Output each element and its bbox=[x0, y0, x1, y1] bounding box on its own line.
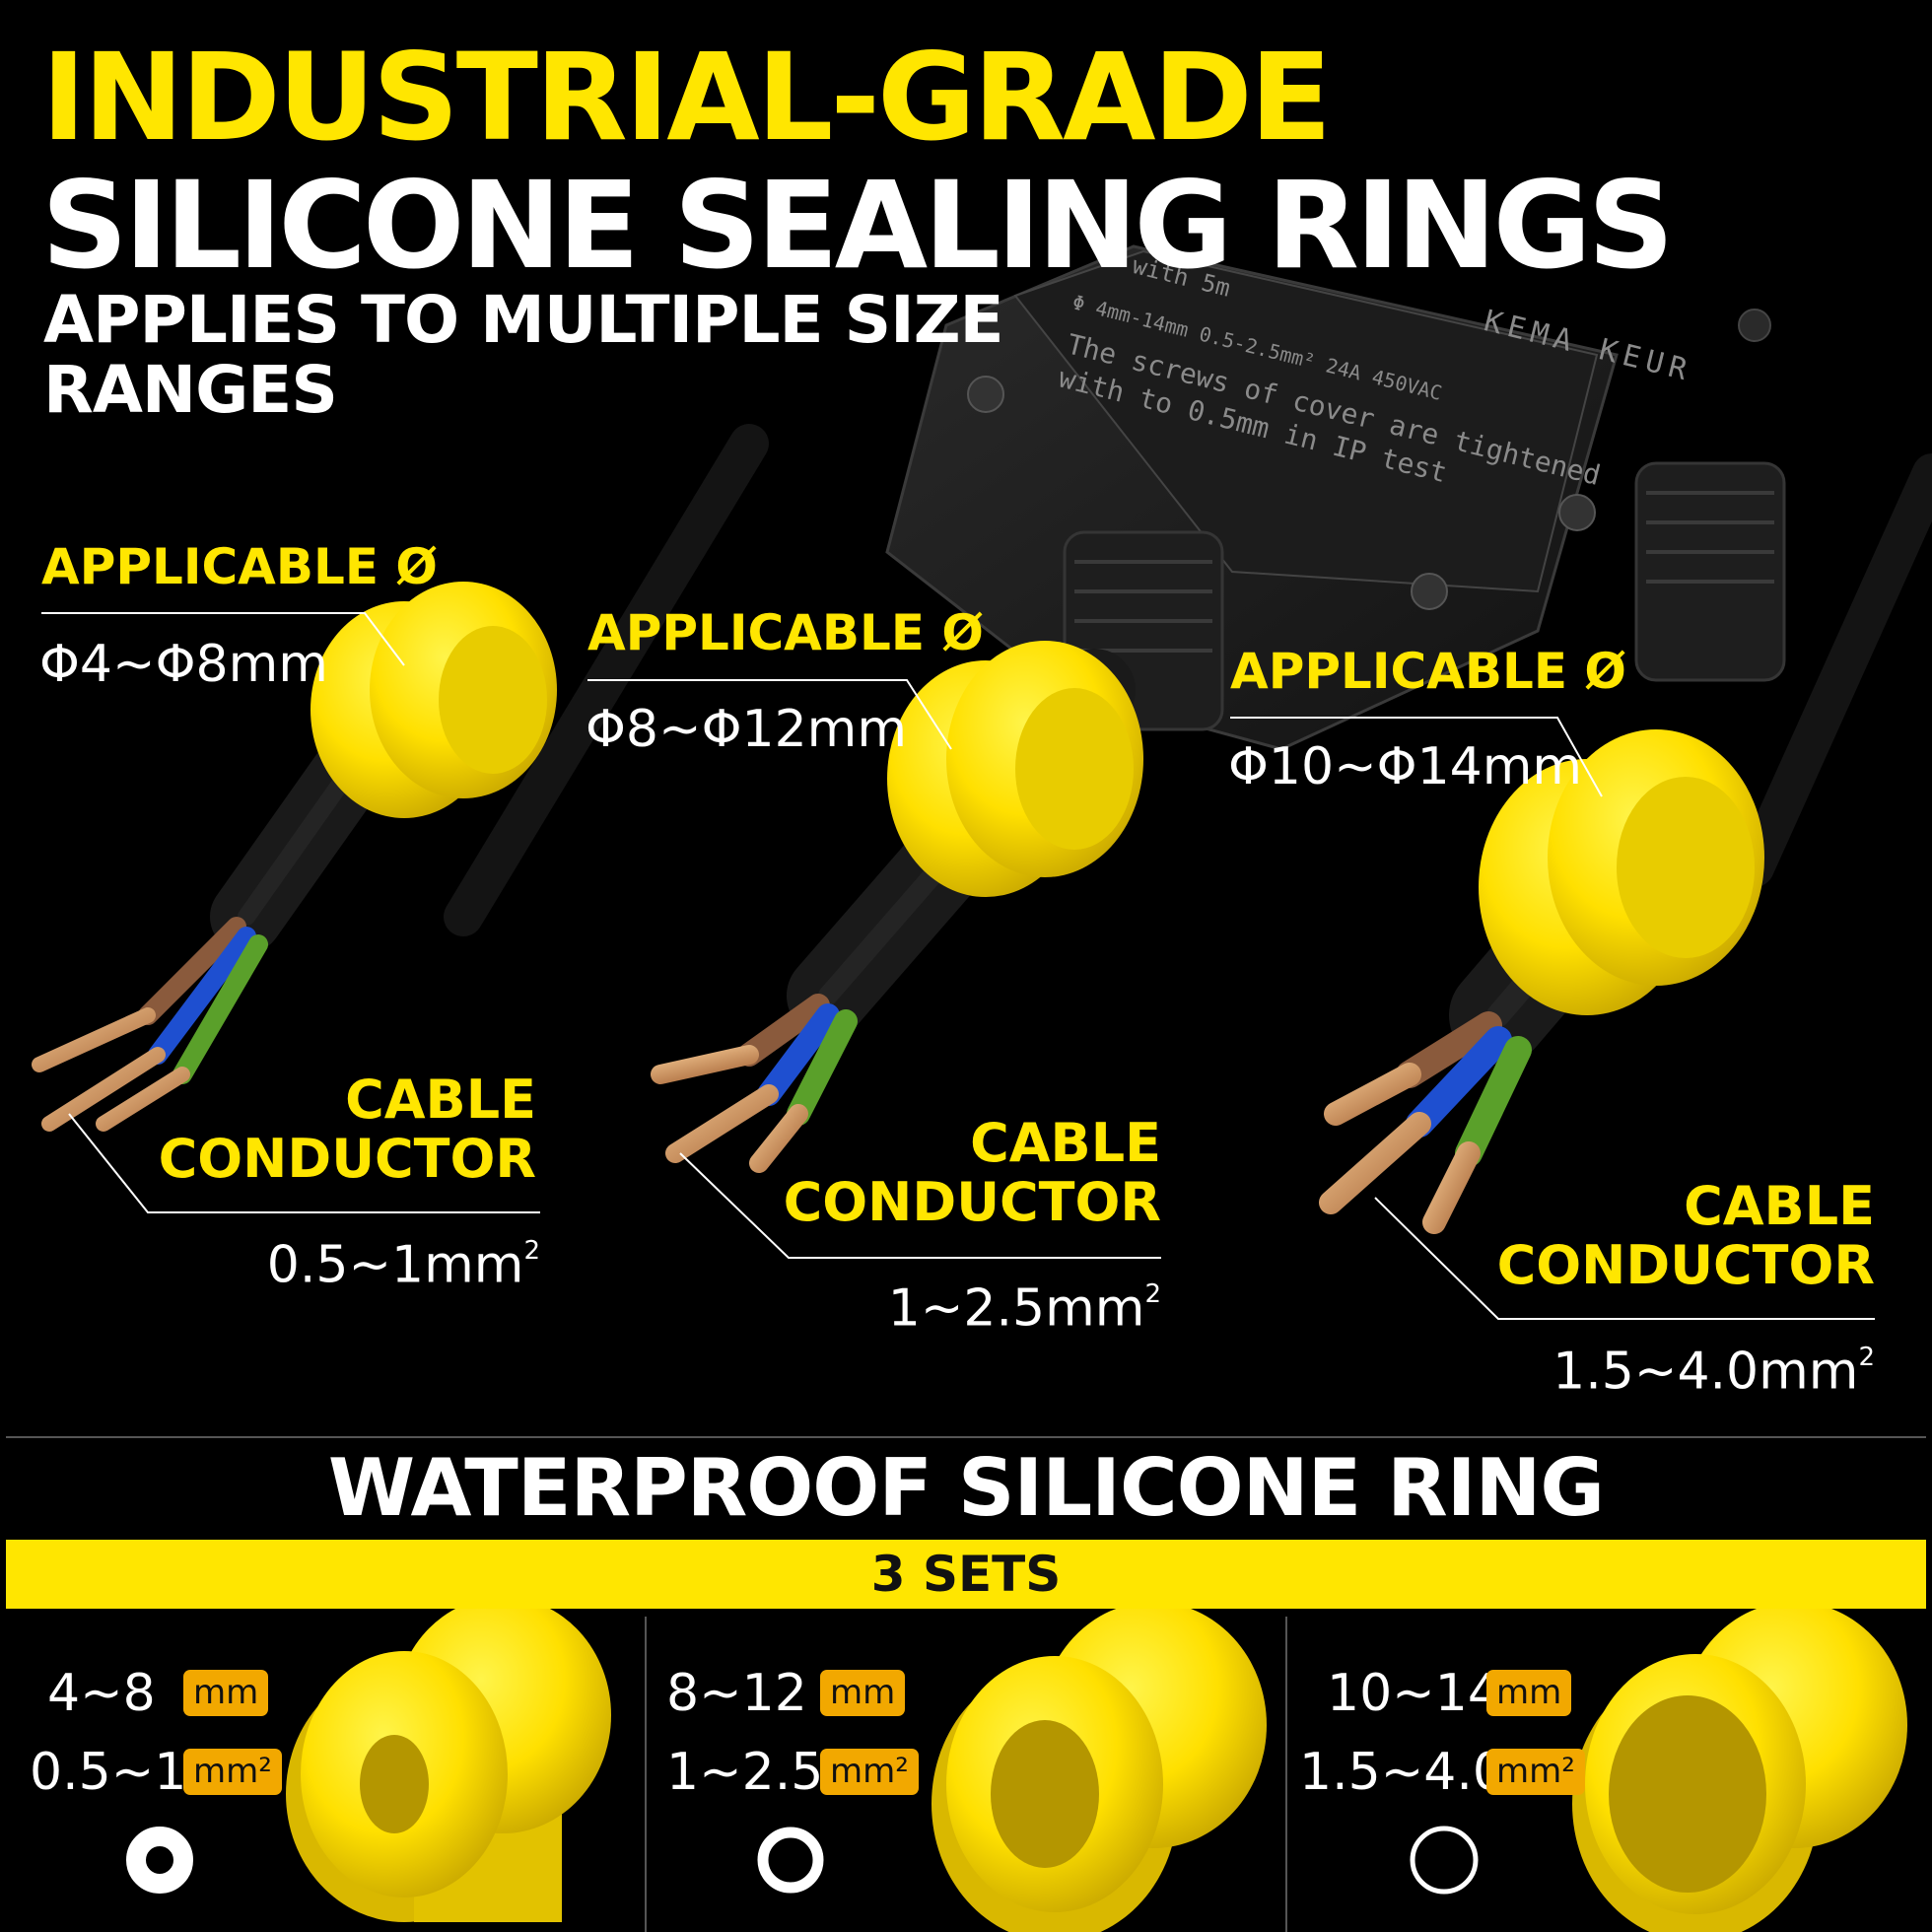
cable-1 bbox=[32, 582, 557, 1132]
cable-3 bbox=[1319, 729, 1764, 1234]
ring-size-glyph-medium bbox=[757, 1827, 824, 1894]
cable-3-diameter: Φ10~Φ14mm bbox=[1228, 737, 1583, 796]
cable-1-conductor-label-line1: CABLE bbox=[345, 1069, 536, 1131]
ring-size-glyph-small bbox=[126, 1827, 193, 1894]
cable-1-diameter: Φ4~Φ8mm bbox=[39, 635, 328, 694]
sealing-ring-on-cable-1 bbox=[310, 582, 557, 818]
cable-2-conductor-sup: 2 bbox=[1144, 1279, 1161, 1309]
cable-3-conductor-number: 1.5~4.0mm bbox=[1552, 1342, 1859, 1402]
headline-line-2: SILICONE SEALING RINGS bbox=[41, 156, 1674, 296]
cable-3-conductor-label-line1: CABLE bbox=[1684, 1175, 1875, 1237]
headline-line-1: INDUSTRIAL-GRADE bbox=[41, 28, 1332, 168]
sealing-ring-on-cable-2 bbox=[887, 641, 1143, 897]
sealing-ring-on-cable-3 bbox=[1479, 729, 1764, 1015]
ring-1-diameter-unit: mm bbox=[183, 1670, 269, 1716]
ring-illustration-1 bbox=[286, 1597, 611, 1922]
ring-illustration-2 bbox=[932, 1602, 1267, 1932]
ring-illustration-3 bbox=[1572, 1602, 1907, 1932]
cable-2-conductor-value: 1~2.5mm2 bbox=[818, 1281, 1161, 1334]
cable-3-conductor-sup: 2 bbox=[1858, 1343, 1875, 1372]
ring-1-conductor: 0.5~1 bbox=[30, 1743, 187, 1802]
ring-1-conductor-unit: mm² bbox=[183, 1749, 282, 1795]
ring-2-diameter-unit: mm bbox=[820, 1670, 906, 1716]
ring-3-conductor-unit: mm² bbox=[1486, 1749, 1585, 1795]
ring-size-glyph-large bbox=[1410, 1826, 1479, 1895]
headline-subtitle: APPLIES TO MULTIPLE SIZE RANGES bbox=[43, 282, 1004, 428]
cable-2-diameter: Φ8~Φ12mm bbox=[586, 700, 907, 759]
cable-1-applicable-label: APPLICABLE Ø bbox=[41, 538, 438, 595]
cable-2-conductor-label: CABLE CONDUCTOR bbox=[759, 1112, 1161, 1234]
cable-2-applicable-label: APPLICABLE Ø bbox=[587, 604, 984, 661]
ring-1-diameter: 4~8 bbox=[47, 1664, 156, 1723]
ring-2-conductor-unit: mm² bbox=[820, 1749, 919, 1795]
ring-3-diameter: 10~14 bbox=[1327, 1664, 1500, 1723]
cable-1-conductor-sup: 2 bbox=[523, 1236, 540, 1266]
sets-band-label: 3 SETS bbox=[870, 1546, 1062, 1603]
ring-3-diameter-unit: mm bbox=[1486, 1670, 1572, 1716]
section-title: WATERPROOF SILICONE RING bbox=[327, 1442, 1605, 1534]
cable-2-conductor-label-line2: CONDUCTOR bbox=[783, 1171, 1161, 1234]
callout-lines bbox=[41, 612, 1875, 1320]
ring-3-conductor: 1.5~4.0 bbox=[1299, 1743, 1505, 1802]
cable-3-conductor-label-line2: CONDUCTOR bbox=[1496, 1234, 1875, 1297]
cable-1-conductor-label-line2: CONDUCTOR bbox=[158, 1128, 536, 1191]
cable-1-conductor-number: 0.5~1mm bbox=[266, 1235, 524, 1295]
cable-2 bbox=[651, 641, 1143, 1173]
cable-1-conductor-value: 0.5~1mm2 bbox=[197, 1238, 540, 1290]
sets-band: 3 SETS bbox=[6, 1540, 1926, 1609]
cable-2-conductor-label-line1: CABLE bbox=[970, 1112, 1161, 1174]
junction-box: with 5m Φ 4mm-14mm 0.5-2.5mm² 24A 450VAC… bbox=[885, 244, 1786, 751]
ring-2-diameter: 8~12 bbox=[666, 1664, 807, 1723]
cable-2-conductor-number: 1~2.5mm bbox=[887, 1278, 1145, 1339]
ring-2-conductor: 1~2.5 bbox=[666, 1743, 824, 1802]
cable-3-conductor-value: 1.5~4.0mm2 bbox=[1479, 1345, 1875, 1397]
cable-3-conductor-label: CABLE CONDUCTOR bbox=[1479, 1175, 1875, 1297]
cable-1-conductor-label: CABLE CONDUCTOR bbox=[148, 1070, 536, 1190]
cable-3-applicable-label: APPLICABLE Ø bbox=[1230, 643, 1626, 700]
